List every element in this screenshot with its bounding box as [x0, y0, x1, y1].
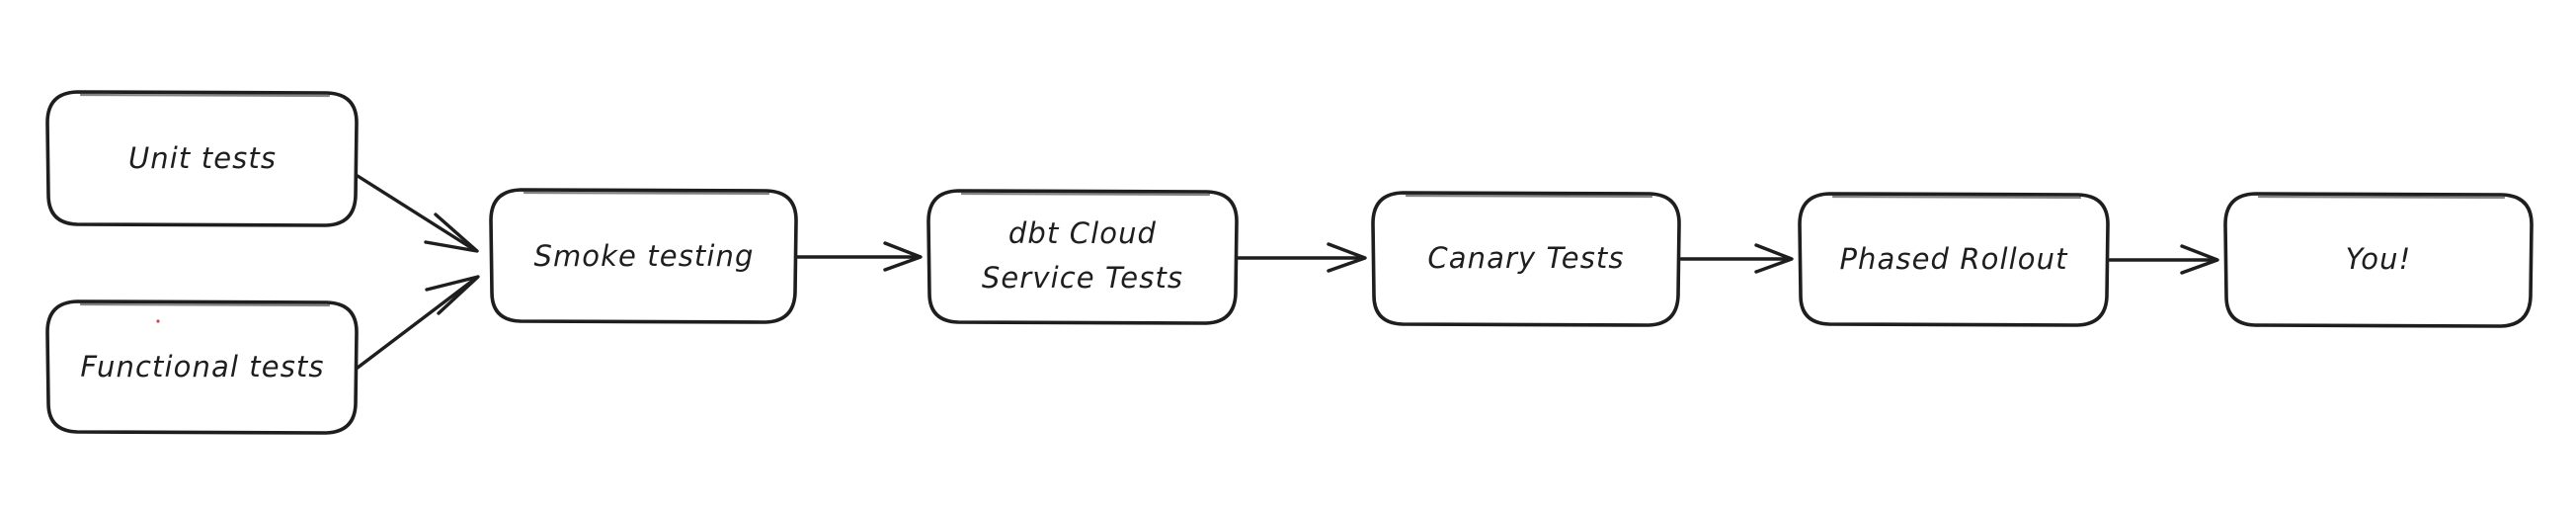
arrowhead-icon — [2180, 244, 2219, 275]
arrowhead-icon — [424, 212, 479, 253]
arrowhead-icon — [1754, 243, 1794, 274]
node-outline — [45, 90, 359, 227]
node-outline-sketch — [2257, 195, 2506, 200]
node-canary-tests[interactable]: Canary Tests — [1371, 191, 1681, 327]
edge-functional-to-smoke — [356, 275, 480, 370]
stray-mark — [156, 319, 160, 323]
node-outline — [2223, 192, 2534, 328]
node-phased-rollout[interactable]: Phased Rollout — [1798, 192, 2110, 327]
node-outline — [926, 189, 1239, 325]
node-outline — [489, 188, 798, 324]
node-label-line-1: dbt Cloud — [1008, 216, 1157, 250]
edge-smoke-to-dbt — [796, 241, 923, 272]
node-label: Phased Rollout — [1839, 242, 2068, 276]
node-functional-tests[interactable]: Functional tests — [45, 299, 359, 435]
edge-dbt-to-canary — [1237, 242, 1367, 273]
node-outline — [1371, 191, 1681, 327]
node-outline-sketch — [523, 191, 770, 196]
node-unit-tests[interactable]: Unit tests — [45, 90, 359, 227]
node-label: Unit tests — [128, 141, 277, 175]
node-outline-sketch — [79, 302, 331, 307]
node-dbt-cloud-service-tests[interactable]: dbt Cloud Service Tests — [926, 189, 1239, 325]
node-you[interactable]: You! — [2223, 192, 2534, 328]
node-outline-sketch — [79, 93, 331, 98]
edge-line — [356, 174, 475, 251]
arrowhead-icon — [883, 241, 923, 272]
arrowhead-icon — [1327, 242, 1367, 273]
node-smoke-testing[interactable]: Smoke testing — [489, 188, 798, 324]
edge-canary-to-phased — [1679, 243, 1794, 274]
node-outline-sketch — [960, 192, 1211, 197]
node-label-line-2: Service Tests — [982, 261, 1183, 295]
arrowhead-icon — [425, 275, 480, 315]
node-label: Smoke testing — [533, 239, 754, 273]
node-label: Functional tests — [80, 350, 324, 383]
edge-unit-to-smoke — [356, 174, 479, 253]
edge-line — [356, 277, 477, 370]
node-label: You! — [2346, 242, 2412, 276]
node-outline — [1798, 192, 2110, 327]
node-label: Canary Tests — [1427, 241, 1624, 275]
edge-phased-to-you — [2108, 244, 2219, 275]
node-outline-sketch — [1405, 194, 1653, 199]
node-outline-sketch — [1831, 195, 2082, 200]
node-outline — [45, 299, 359, 435]
